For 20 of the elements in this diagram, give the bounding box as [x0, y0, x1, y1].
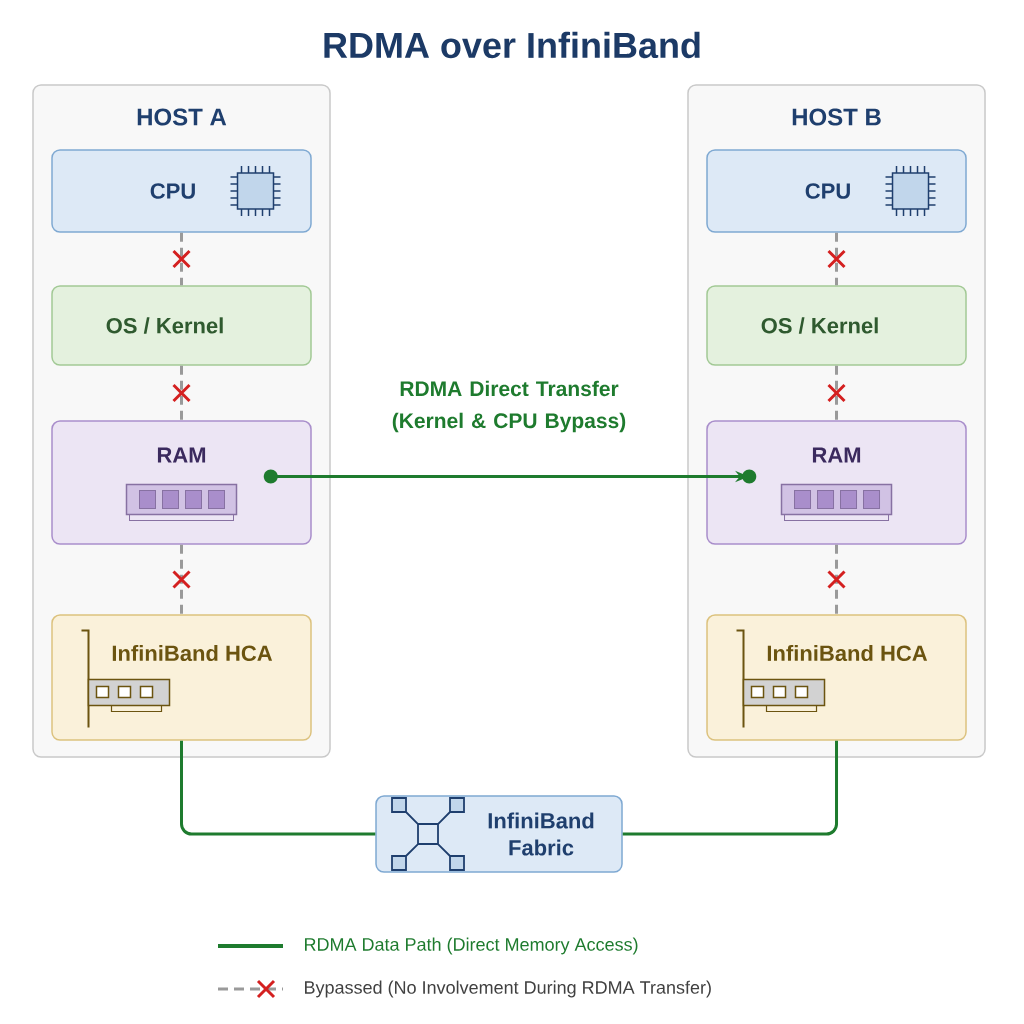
connector-line — [622, 740, 838, 836]
dashed-connector — [835, 232, 838, 286]
legend-text: Bypassed (No Involvement During RDMA Transfer) — [305, 980, 711, 998]
hca-box: InfiniBand HCA — [706, 614, 967, 741]
connector-line — [180, 740, 376, 836]
legend-text: RDMA Data Path (Direct Memory Access) — [305, 937, 638, 955]
os-box: OS / Kernel — [51, 285, 312, 366]
fabric-box: InfiniBand Fabric — [375, 795, 623, 873]
title: RDMA over InfiniBand — [324, 31, 700, 59]
dashed-connector — [180, 544, 183, 615]
os-box: OS / Kernel — [706, 285, 967, 366]
dashed-connector — [180, 365, 183, 421]
connector-arrow — [263, 469, 757, 484]
dashed-connector — [835, 544, 838, 615]
dashed-connector — [180, 232, 183, 286]
cpu-box: CPU — [51, 149, 312, 233]
cpu-box: CPU — [706, 149, 967, 233]
edge-label: RDMA Direct Transfer (Kernel & CPU Bypass) — [392, 380, 626, 433]
hca-box: InfiniBand HCA — [51, 614, 312, 741]
dashed-connector — [835, 365, 838, 421]
